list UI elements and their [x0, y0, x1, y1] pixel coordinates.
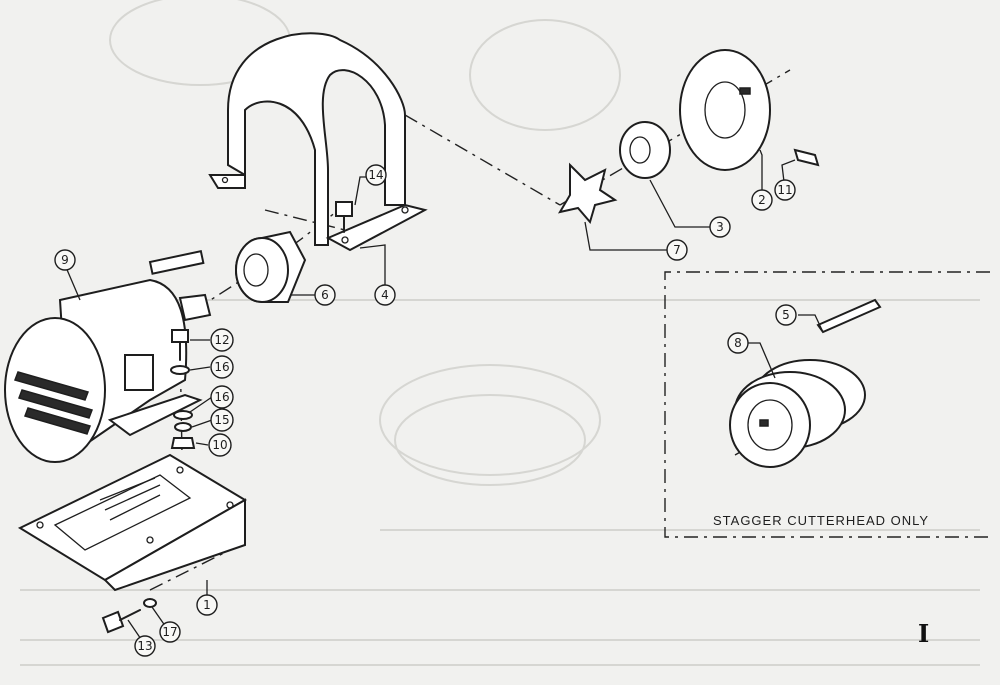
callout-label: 4: [381, 288, 389, 302]
callout-label: 16: [214, 360, 229, 374]
callout-label: 3: [716, 220, 724, 234]
inset-boundary: [664, 271, 990, 538]
bolt-part-14: [335, 201, 353, 233]
leader-lines: [64, 149, 823, 646]
callout-11: 11: [774, 179, 796, 201]
callout-9: 9: [54, 249, 76, 271]
callout-3: 3: [709, 216, 731, 238]
callout-label: 11: [777, 183, 792, 197]
coupling-part-6: [235, 230, 307, 303]
callout-label: 1: [203, 598, 211, 612]
callout-label: 13: [137, 639, 152, 653]
callout-8: 8: [727, 332, 749, 354]
callout-label: 15: [214, 413, 229, 427]
callout-label: 6: [321, 288, 329, 302]
inset-caption: STAGGER CUTTERHEAD ONLY: [713, 513, 929, 528]
callout-label: 14: [368, 168, 383, 182]
callout-label: 2: [758, 193, 766, 207]
callout-5: 5: [775, 304, 797, 326]
motor-hardware-stack: [170, 329, 196, 449]
page-mark: I: [918, 619, 929, 648]
coupling-assembly-top-right: [557, 49, 820, 225]
background-bleed-through: [20, 0, 980, 666]
callout-13: 13: [134, 635, 156, 657]
sheave-part-8: [729, 359, 866, 468]
callout-label: 8: [734, 336, 742, 350]
callout-17: 17: [159, 621, 181, 643]
callout-10: 10: [208, 433, 232, 457]
callout-6: 6: [314, 284, 336, 306]
callout-label: 5: [782, 308, 790, 322]
callout-label: 7: [673, 243, 681, 257]
callout-label: 10: [212, 438, 227, 452]
key-part-5: [816, 298, 882, 334]
callout-label: 9: [61, 253, 69, 267]
callout-1: 1: [196, 594, 218, 616]
callout-2: 2: [751, 189, 773, 211]
guard-part-4: [208, 32, 428, 252]
callout-label: 16: [214, 390, 229, 404]
motor-part-9: [4, 250, 212, 463]
callout-label: 12: [214, 333, 229, 347]
callout-label: 17: [162, 625, 177, 639]
base-plate-part-1: [17, 453, 247, 592]
callout-12: 12: [210, 328, 234, 352]
callout-16-lower: 16: [210, 385, 234, 409]
callout-16-upper: 16: [210, 355, 234, 379]
callout-7: 7: [666, 239, 688, 261]
callout-4: 4: [374, 284, 396, 306]
callout-15: 15: [210, 408, 234, 432]
base-bolt-parts-13-17: [101, 598, 157, 634]
callout-14: 14: [365, 164, 387, 186]
